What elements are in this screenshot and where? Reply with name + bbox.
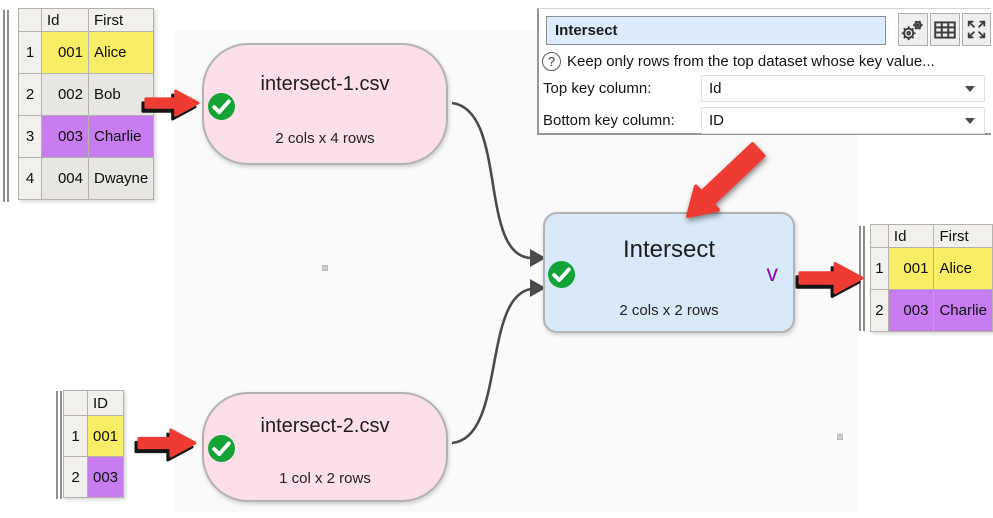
red-arrow-annotation [798, 262, 864, 294]
column-header: Id [887, 224, 935, 248]
transform-name-input[interactable] [546, 16, 886, 45]
pane-edge [56, 391, 62, 499]
table-cell: Bob [87, 73, 155, 116]
node-title: intersect-2.csv [260, 415, 390, 437]
table-cell: Alice [933, 247, 993, 290]
settings-gears-icon[interactable] [898, 13, 928, 46]
column-header: Id [41, 8, 89, 32]
node-title: Intersect [622, 236, 716, 263]
canvas-grid-dot [837, 434, 843, 440]
corner-cell [63, 390, 88, 416]
column-header: First [933, 224, 993, 248]
row-number: 1 [18, 31, 42, 74]
transform-description: Keep only rows from the top dataset whos… [567, 53, 935, 70]
success-check-icon [208, 93, 235, 120]
table-cell: 002 [41, 73, 89, 116]
node-subtitle: 2 cols x 4 rows [275, 130, 375, 147]
help-question-icon[interactable]: ? [542, 52, 561, 71]
selected-value: Id [709, 80, 722, 97]
top-key-column-select[interactable]: Id [701, 75, 985, 102]
table-cell: 001 [86, 415, 125, 457]
bottom-key-column-select[interactable]: ID [701, 107, 985, 134]
table-cell: 003 [887, 289, 935, 332]
table-view-icon[interactable] [930, 13, 960, 46]
success-check-icon [548, 261, 575, 288]
row-number: 1 [63, 415, 88, 457]
node-subtitle: 1 col x 2 rows [279, 470, 371, 487]
red-arrow-annotation [144, 89, 200, 117]
node-intersect-1-csv[interactable]: intersect-1.csv 2 cols x 4 rows [202, 43, 448, 165]
node-title: intersect-1.csv [260, 73, 390, 95]
node-subtitle: 2 cols x 2 rows [619, 302, 719, 319]
table-cell: Alice [87, 31, 155, 74]
red-arrow-annotation [137, 428, 197, 458]
red-arrow-annotation [686, 142, 766, 218]
corner-cell [18, 8, 42, 32]
success-check-icon [208, 435, 235, 462]
column-header: ID [86, 390, 125, 416]
selected-value: ID [709, 112, 724, 129]
table-cell: 001 [887, 247, 935, 290]
expand-fullscreen-icon[interactable] [962, 13, 991, 46]
row-number: 2 [870, 289, 889, 332]
table-cell: Charlie [933, 289, 993, 332]
table-cell: 003 [41, 115, 89, 158]
table-cell: Charlie [87, 115, 155, 158]
bottom-key-column-label: Bottom key column: [543, 112, 675, 129]
canvas-grid-dot [322, 265, 328, 271]
table-cell: Dwayne [87, 157, 155, 200]
dropdown-caret-icon [965, 118, 975, 124]
row-number: 2 [18, 73, 42, 116]
row-number: 2 [63, 456, 88, 498]
table-cell: 001 [41, 31, 89, 74]
table-cell: 003 [86, 456, 125, 498]
row-number: 3 [18, 115, 42, 158]
column-header: First [87, 8, 155, 32]
corner-cell [870, 224, 889, 248]
node-intersect-2-csv[interactable]: intersect-2.csv 1 col x 2 rows [202, 392, 448, 502]
dropdown-caret-icon [965, 86, 975, 92]
top-key-column-label: Top key column: [543, 80, 652, 97]
node-intersect-transform[interactable]: Intersect 2 cols x 2 rows v [543, 212, 795, 333]
row-number: 4 [18, 157, 42, 200]
table-cell: 004 [41, 157, 89, 200]
transform-settings-panel: ? Keep only rows from the top dataset wh… [537, 8, 991, 135]
pane-edge [3, 10, 9, 202]
row-number: 1 [870, 247, 889, 290]
chevron-down-icon[interactable]: v [766, 260, 779, 286]
